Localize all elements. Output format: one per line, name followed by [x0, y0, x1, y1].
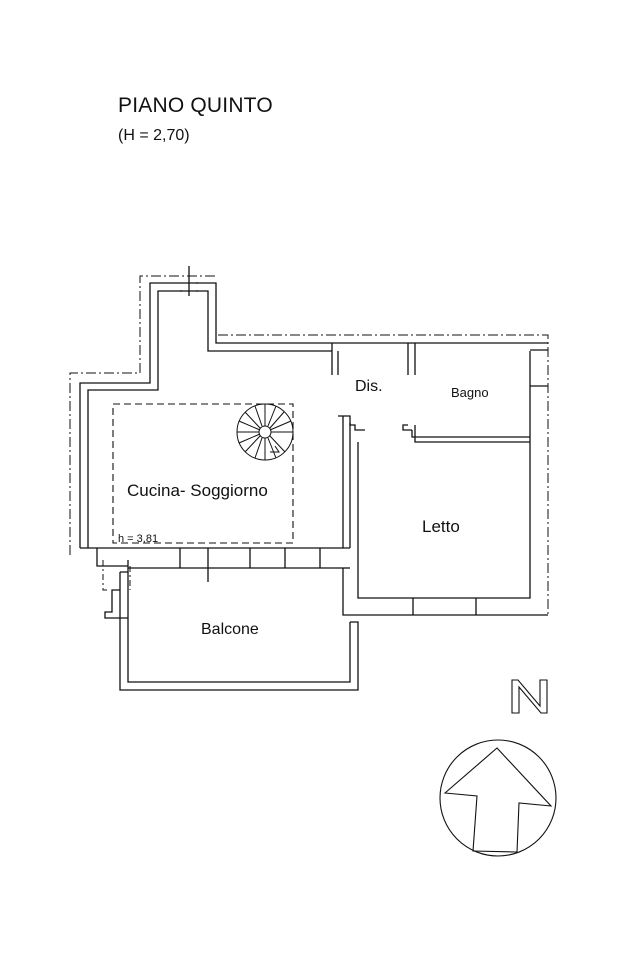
room-label-letto: Letto — [422, 517, 460, 536]
interior-walls — [331, 343, 548, 616]
chimney-mark — [180, 266, 198, 296]
height-note: h = 3,81 — [118, 533, 158, 545]
mezzanine-outline — [112, 403, 294, 544]
room-label-cucina: Cucina- Soggiorno — [127, 481, 268, 500]
property-boundary — [69, 275, 549, 615]
compass-letter: N — [0, 0, 1, 1]
balcony-walls — [104, 567, 359, 691]
balcony-boundary — [102, 560, 131, 591]
room-label-balcone: Balcone — [201, 621, 259, 638]
plan-title: PIANO QUINTO — [118, 94, 273, 117]
exterior-walls — [79, 282, 548, 548]
kitchen-south-wall — [80, 547, 350, 582]
plan-height-subtitle: (H = 2,70) — [118, 127, 190, 144]
room-label-bagno: Bagno — [451, 385, 489, 400]
spiral-staircase — [236, 403, 294, 461]
room-label-dis: Dis. — [355, 378, 383, 395]
compass-rose — [439, 739, 557, 857]
north-letter-icon — [511, 679, 548, 714]
